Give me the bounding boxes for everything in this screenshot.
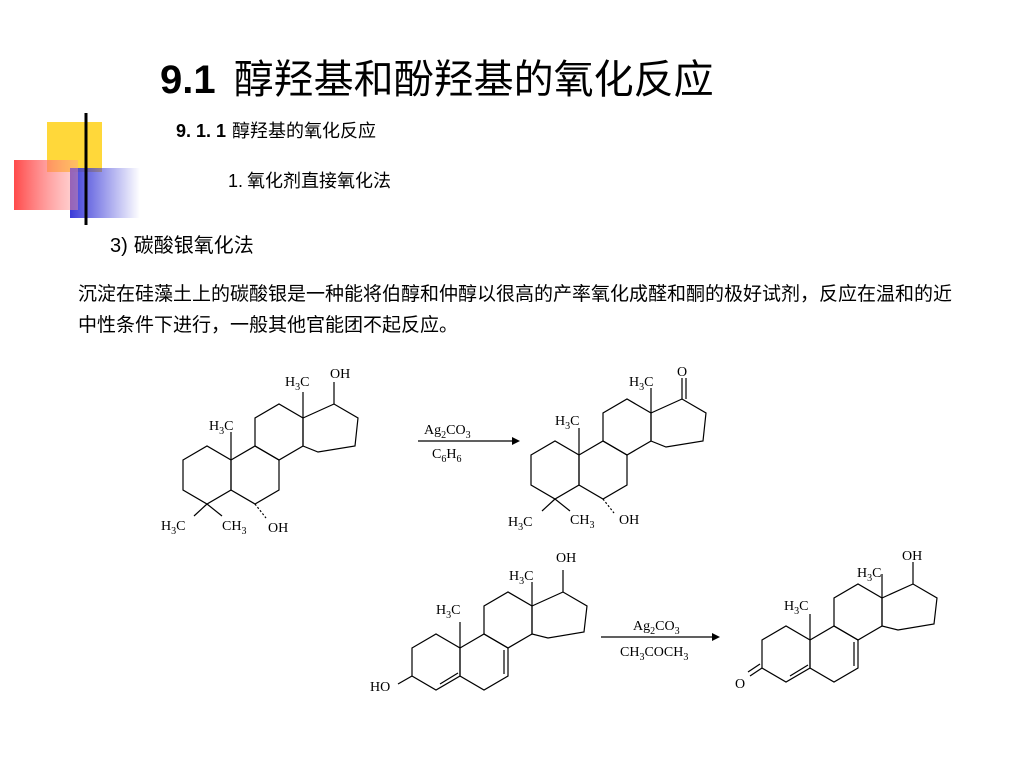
reaction1-product: H3C O H3C H3C CH3 OH	[508, 365, 707, 533]
p2-oh-top: OH	[902, 549, 922, 564]
method-heading: 1.氧化剂直接氧化法	[228, 171, 392, 192]
deco-red-square	[14, 160, 78, 210]
r1-reagent-bottom: C6H6	[432, 447, 461, 465]
r1-methyl-mid: H3C	[209, 419, 233, 437]
r2-methyl-top: H3C	[509, 569, 533, 587]
r1-methyl-left: H3C	[161, 519, 185, 537]
p1-ch3: CH3	[570, 513, 594, 531]
r1-ch3: CH3	[222, 519, 246, 537]
p1-methyl-top: H3C	[629, 375, 653, 393]
deco-blue-square	[70, 168, 140, 218]
p1-oxo-top: O	[677, 365, 687, 380]
description-paragraph: 沉淀在硅藻土上的碳酸银是一种能将伯醇和仲醇以很高的产率氧化成醛和酮的极好试剂，反…	[78, 283, 953, 336]
r2-reagent-top: Ag2CO3	[633, 619, 680, 637]
reaction2-product: OH H3C H3C O	[735, 549, 938, 692]
r2-ho-left: HO	[370, 680, 390, 695]
p2-methyl-mid: H3C	[784, 599, 808, 617]
r2-oh-top: OH	[556, 551, 576, 566]
r1-reagent-top: Ag2CO3	[424, 423, 471, 441]
r2-reagent-bottom: CH3COCH3	[620, 645, 688, 663]
p2-methyl-top: H3C	[857, 566, 881, 584]
r1-oh-top: OH	[330, 367, 350, 382]
r1-methyl-top: H3C	[285, 375, 309, 393]
reaction2-reactant: OH H3C H3C HO	[370, 551, 588, 695]
r2-methyl-mid: H3C	[436, 603, 460, 621]
slide-decoration	[14, 113, 1024, 225]
p1-methyl-mid: H3C	[555, 414, 579, 432]
r1-oh-bottom: OH	[268, 521, 288, 536]
p1-oh-bottom: OH	[619, 513, 639, 528]
p2-oxo-left: O	[735, 677, 745, 692]
reaction2-arrow: Ag2CO3 CH3COCH3	[601, 619, 720, 663]
reaction1-reactant: H3C OH H3C H3C CH3 OH	[161, 367, 359, 537]
item-heading: 3)碳酸银氧化法	[110, 233, 254, 257]
p1-methyl-left: H3C	[508, 515, 532, 533]
reaction1-arrow: Ag2CO3 C6H6	[418, 423, 520, 465]
